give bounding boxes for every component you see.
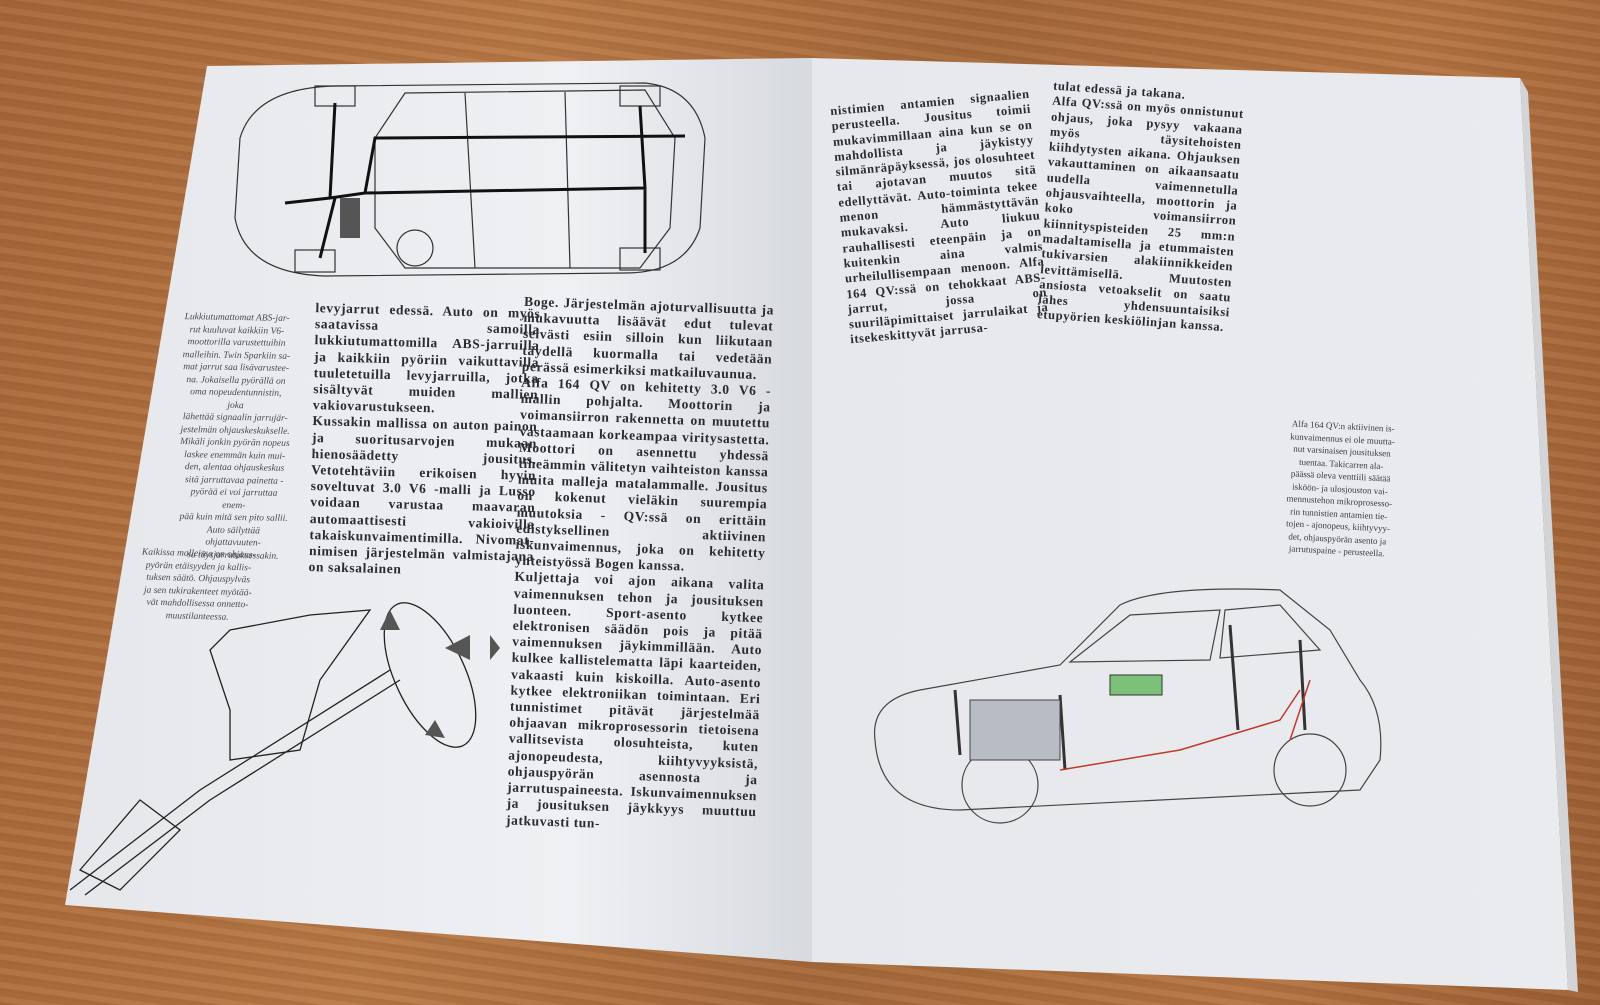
left-page	[65, 58, 812, 962]
text-column-3: nistimien antamien signaalien perusteell…	[829, 86, 1049, 347]
text-column-2: Boge. Järjestelmän ajoturvallisuutta ja …	[505, 293, 775, 831]
ecu-box	[1109, 674, 1163, 696]
car-cutaway-illustration	[873, 588, 1382, 824]
arrow-right-icon	[490, 635, 500, 660]
abs-brake-layout-illustration	[234, 82, 706, 277]
text-column-1: levyjarrut edessä. Auto on myös saatavis…	[308, 300, 541, 577]
sensor-wiring	[1059, 679, 1311, 771]
arrow-up-icon	[380, 610, 400, 630]
arrow-left-icon	[445, 635, 470, 660]
suspension-caption: Alfa 164 QV:n aktiivinen is- kunvaimennu…	[1285, 418, 1396, 559]
arrow-down-icon	[425, 720, 445, 738]
text-column-4: tulat edessä ja takana. Alfa QV:ssä on m…	[1036, 78, 1245, 335]
engine	[969, 699, 1061, 761]
abs-caption: Lukkiutumattomat ABS-jar- rut kuuluvat k…	[179, 312, 291, 562]
abs-module	[340, 198, 360, 238]
steering-column-illustration	[69, 602, 500, 896]
